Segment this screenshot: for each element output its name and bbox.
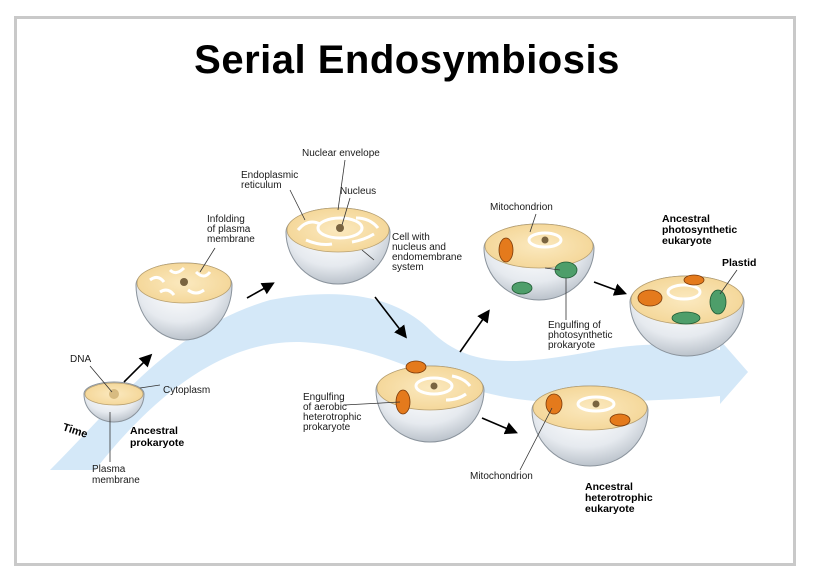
mitochondrion (498, 237, 514, 263)
ancestral-heterotrophic-eukaryote-cell (531, 385, 649, 467)
label-nucleus: Nucleus (340, 186, 376, 197)
mitochondrion (545, 393, 563, 415)
ancestral-photosynthetic-eukaryote-cell (629, 274, 745, 357)
label-dna: DNA (70, 354, 91, 365)
label-plasma-membrane: Plasma membrane (92, 464, 140, 486)
diagram-title: Serial Endosymbiosis (194, 38, 620, 82)
label-infolding: Infolding of plasma membrane (207, 214, 255, 245)
time-band (50, 294, 748, 470)
engulfing-aerobic-cell (375, 360, 485, 443)
label-mitochondrion-top: Mitochondrion (490, 202, 553, 213)
mitochondrion-entering (405, 360, 427, 374)
label-cytoplasm: Cytoplasm (163, 385, 210, 396)
nucleated-cell (285, 207, 391, 285)
leader-lines (89, 159, 738, 471)
label-endoplasmic-reticulum: Endoplasmic reticulum (241, 170, 301, 191)
label-plastid: Plastid (722, 257, 756, 269)
label-ancestral-photosynthetic-eukaryote: Ancestral photosynthetic eukaryote (662, 213, 740, 247)
label-ancestral-prokaryote: Ancestral prokaryote (130, 425, 184, 449)
plastid (709, 289, 727, 315)
time-label: Time (61, 421, 89, 440)
label-cell-with-nucleus: Cell with nucleus and endomembrane syste… (392, 232, 465, 273)
label-engulfing-aerobic: Engulfing of aerobic heterotrophic proka… (303, 392, 364, 433)
label-engulfing-photosynthetic: Engulfing of photosynthetic prokaryote (548, 320, 615, 351)
engulfing-photosynthetic-cell (483, 223, 595, 301)
label-mitochondrion-bottom: Mitochondrion (470, 471, 533, 482)
infolding-cell (135, 262, 233, 341)
mitochondrion (637, 289, 663, 307)
label-ancestral-heterotrophic-eukaryote: Ancestral heterotrophic eukaryote (585, 481, 656, 515)
label-nuclear-envelope: Nuclear envelope (302, 148, 380, 159)
